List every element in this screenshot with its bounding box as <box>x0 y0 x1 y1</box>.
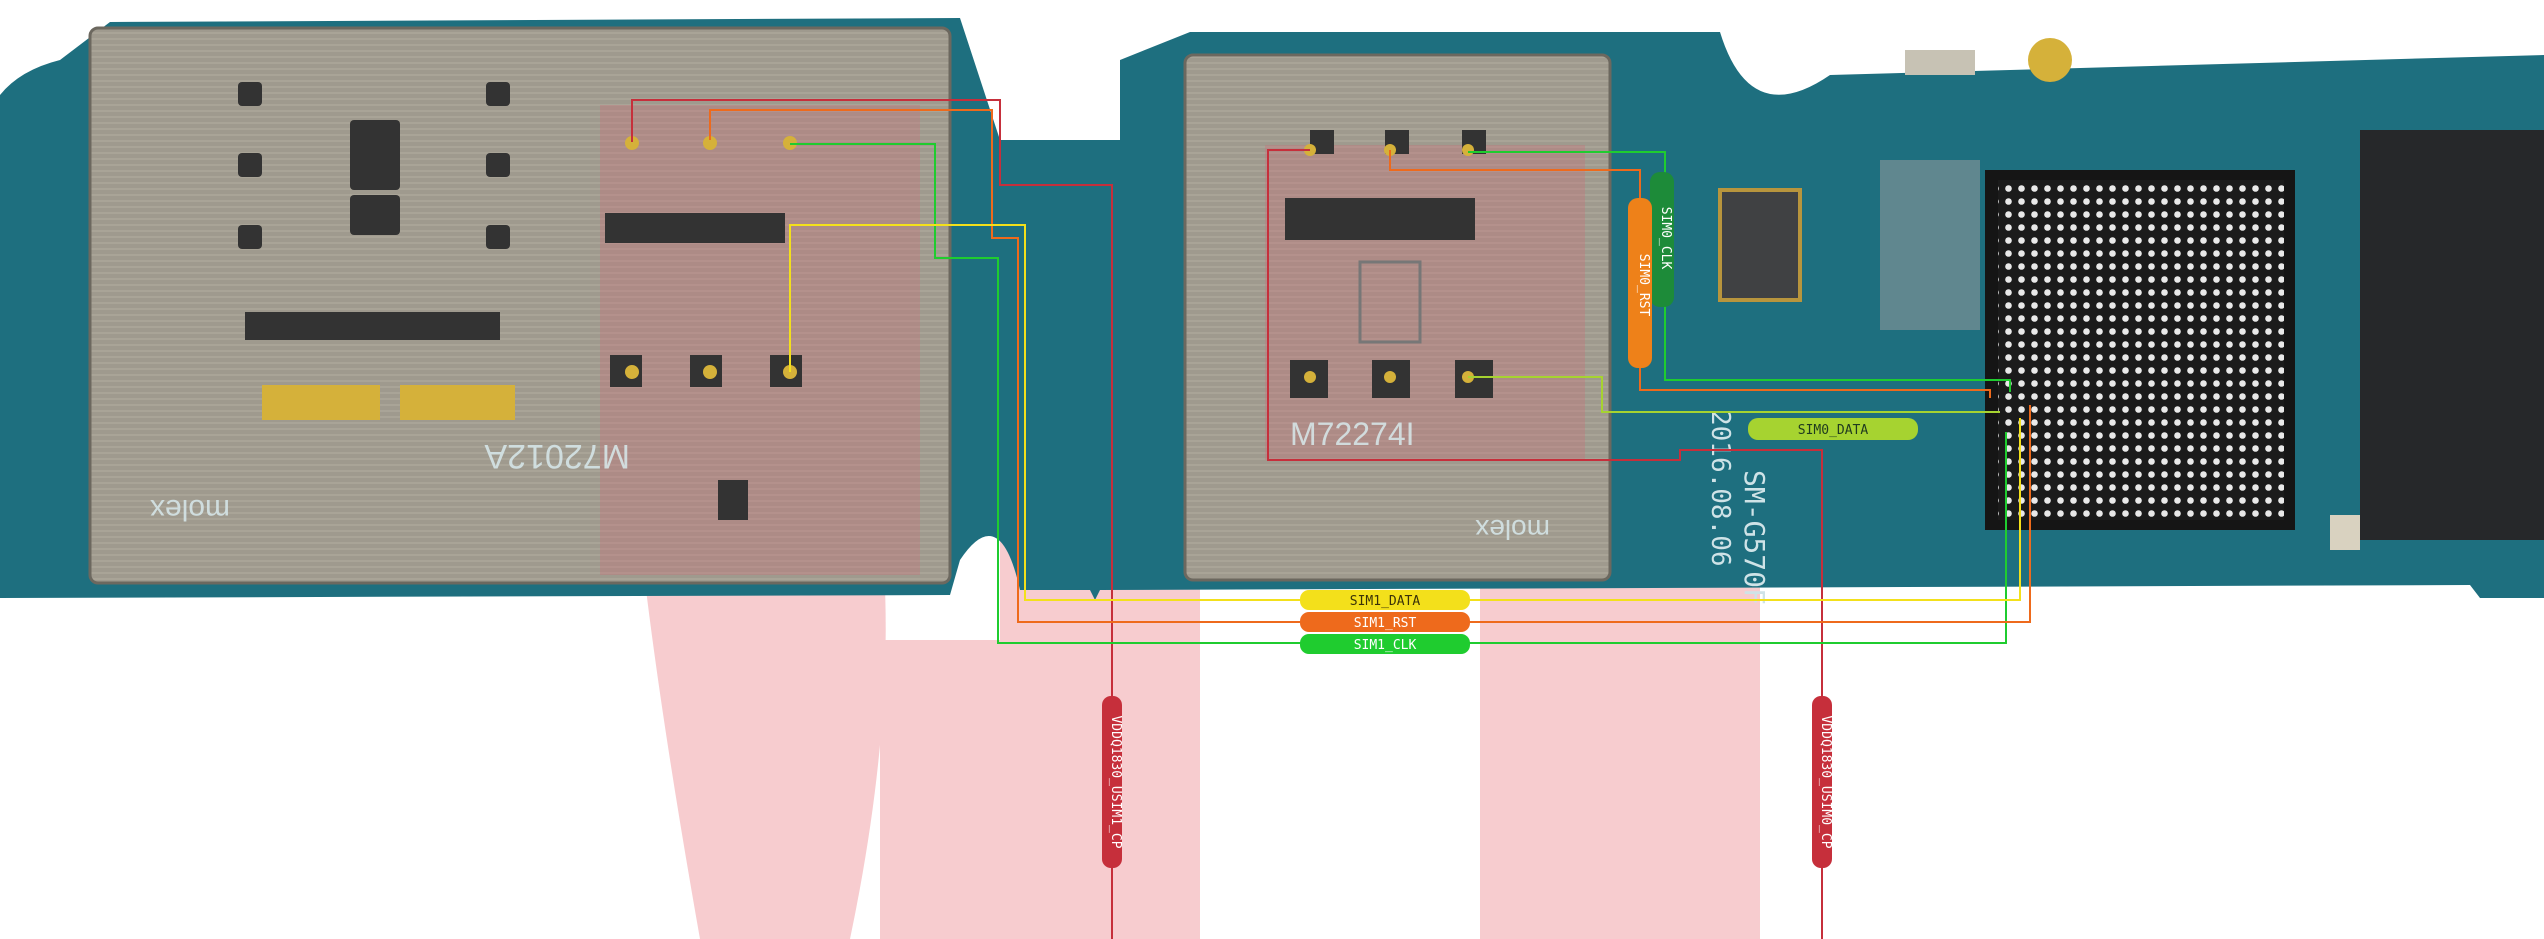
slot1-vendor: molex <box>150 493 230 526</box>
label-sim1-rst: SIM1_RST <box>1300 612 1470 632</box>
right-components: 2016.08.06 SM-G570F <box>1705 38 2360 605</box>
board-model: SM-G570F <box>1738 470 1771 605</box>
svg-text:SIM0_CLK: SIM0_CLK <box>1658 207 1673 270</box>
label-vddq-usim0: VDDQ1830_USIM0_CP <box>1812 696 1833 868</box>
svg-text:VDDQ1830_USIM1_CP: VDDQ1830_USIM1_CP <box>1108 715 1123 848</box>
svg-text:SIM1_CLK: SIM1_CLK <box>1354 638 1417 653</box>
sim-slot-1: M72012A molex <box>88 26 952 585</box>
label-vddq-usim1: VDDQ1830_USIM1_CP <box>1102 696 1123 868</box>
trace-vddq-usim0 <box>1267 149 1823 939</box>
trace-sim1-rst <box>709 109 2031 623</box>
sim-slot-2: M72274I molex <box>1183 53 1612 582</box>
trace-sim0-clk <box>1468 151 2011 392</box>
trace-sim0-data <box>1468 376 2000 413</box>
label-sim1-clk: SIM1_CLK <box>1300 634 1470 654</box>
svg-text:SIM0_RST: SIM0_RST <box>1636 254 1651 317</box>
chip-right <box>2360 130 2544 540</box>
svg-text:SIM1_DATA: SIM1_DATA <box>1350 594 1421 609</box>
label-sim0-clk: SIM0_CLK <box>1650 172 1674 307</box>
svg-text:VDDQ1830_USIM0_CP: VDDQ1830_USIM0_CP <box>1818 715 1833 848</box>
trace-sim1-data <box>789 224 2021 601</box>
svg-text:SIM1_RST: SIM1_RST <box>1354 616 1417 631</box>
slot2-marking: M72274I <box>1290 416 1415 452</box>
label-sim0-rst: SIM0_RST <box>1628 198 1652 368</box>
label-sim0-data: SIM0_DATA <box>1748 418 1918 440</box>
trace-sim1-clk <box>790 143 2007 644</box>
svg-text:SIM0_DATA: SIM0_DATA <box>1798 423 1869 438</box>
label-sim1-data: SIM1_DATA <box>1300 590 1470 610</box>
trace-vddq-usim1 <box>631 99 1113 939</box>
slot2-vendor: molex <box>1475 514 1550 545</box>
board-date: 2016.08.06 <box>1705 410 1735 567</box>
slot1-marking: M72012A <box>484 437 630 475</box>
